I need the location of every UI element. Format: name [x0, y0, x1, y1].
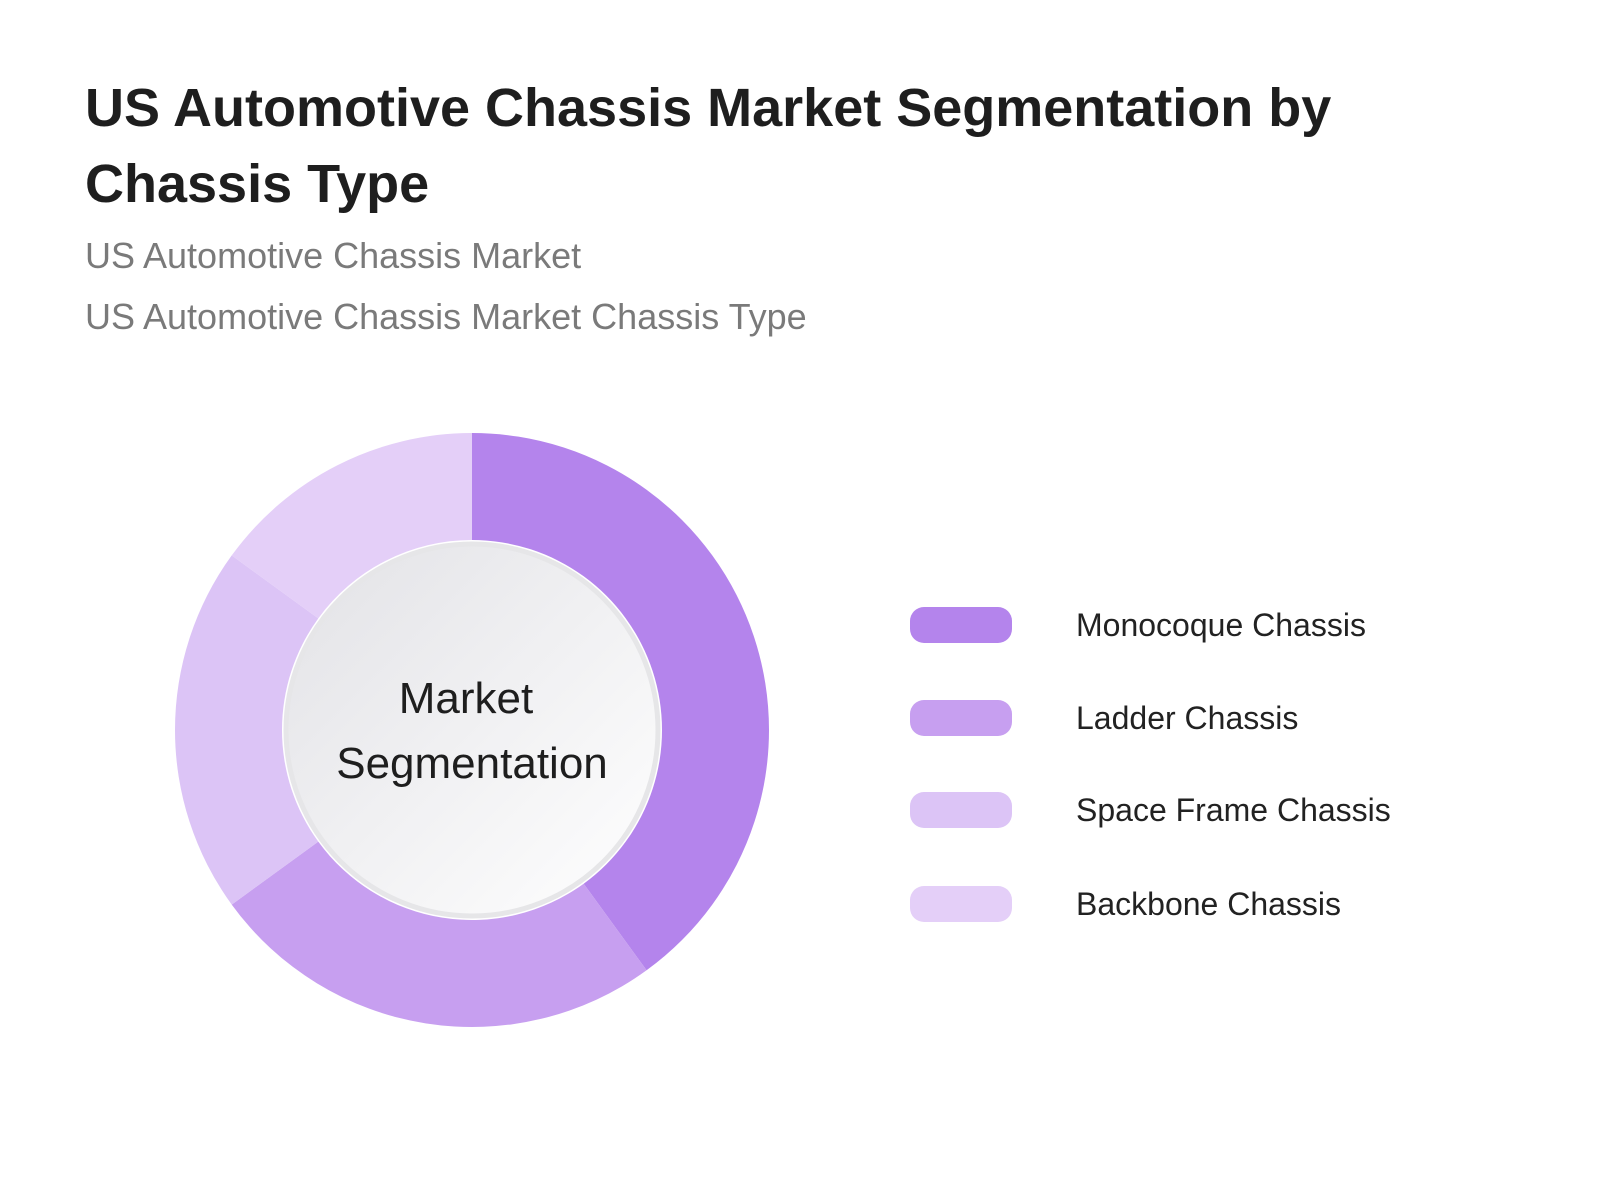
- legend-swatch-backbone: [910, 886, 1012, 922]
- legend-label-space-frame: Space Frame Chassis: [1076, 792, 1391, 828]
- legend-swatch-ladder: [910, 700, 1012, 736]
- legend-item-backbone: Backbone Chassis: [910, 884, 1530, 924]
- chart-subtitle-1: US Automotive Chassis Market: [85, 235, 582, 276]
- center-hole: [283, 541, 661, 919]
- chart-title: US Automotive Chassis Market Segmentatio…: [85, 78, 1332, 214]
- legend-item-space-frame: Space Frame Chassis: [910, 790, 1530, 830]
- legend-label-backbone: Backbone Chassis: [1076, 886, 1342, 922]
- legend-item-monocoque: Monocoque Chassis: [910, 605, 1530, 645]
- legend-label-ladder: Ladder Chassis: [1076, 700, 1299, 736]
- slice-ladder: [231, 841, 647, 1027]
- legend-label-monocoque: Monocoque Chassis: [1076, 607, 1366, 643]
- slice-monocoque: [472, 433, 769, 971]
- donut-slices: [174, 433, 769, 1027]
- center-label-line-2: Segmentation: [336, 739, 608, 788]
- center-label-line-1: Market: [399, 674, 533, 723]
- slice-backbone: [231, 433, 472, 619]
- slice-space-frame: [174, 555, 319, 905]
- legend-item-ladder: Ladder Chassis: [910, 698, 1530, 738]
- legend-swatch-monocoque: [910, 607, 1012, 643]
- chart-subtitle-2: US Automotive Chassis Market Chassis Typ…: [85, 296, 807, 337]
- legend-swatch-space-frame: [910, 792, 1012, 828]
